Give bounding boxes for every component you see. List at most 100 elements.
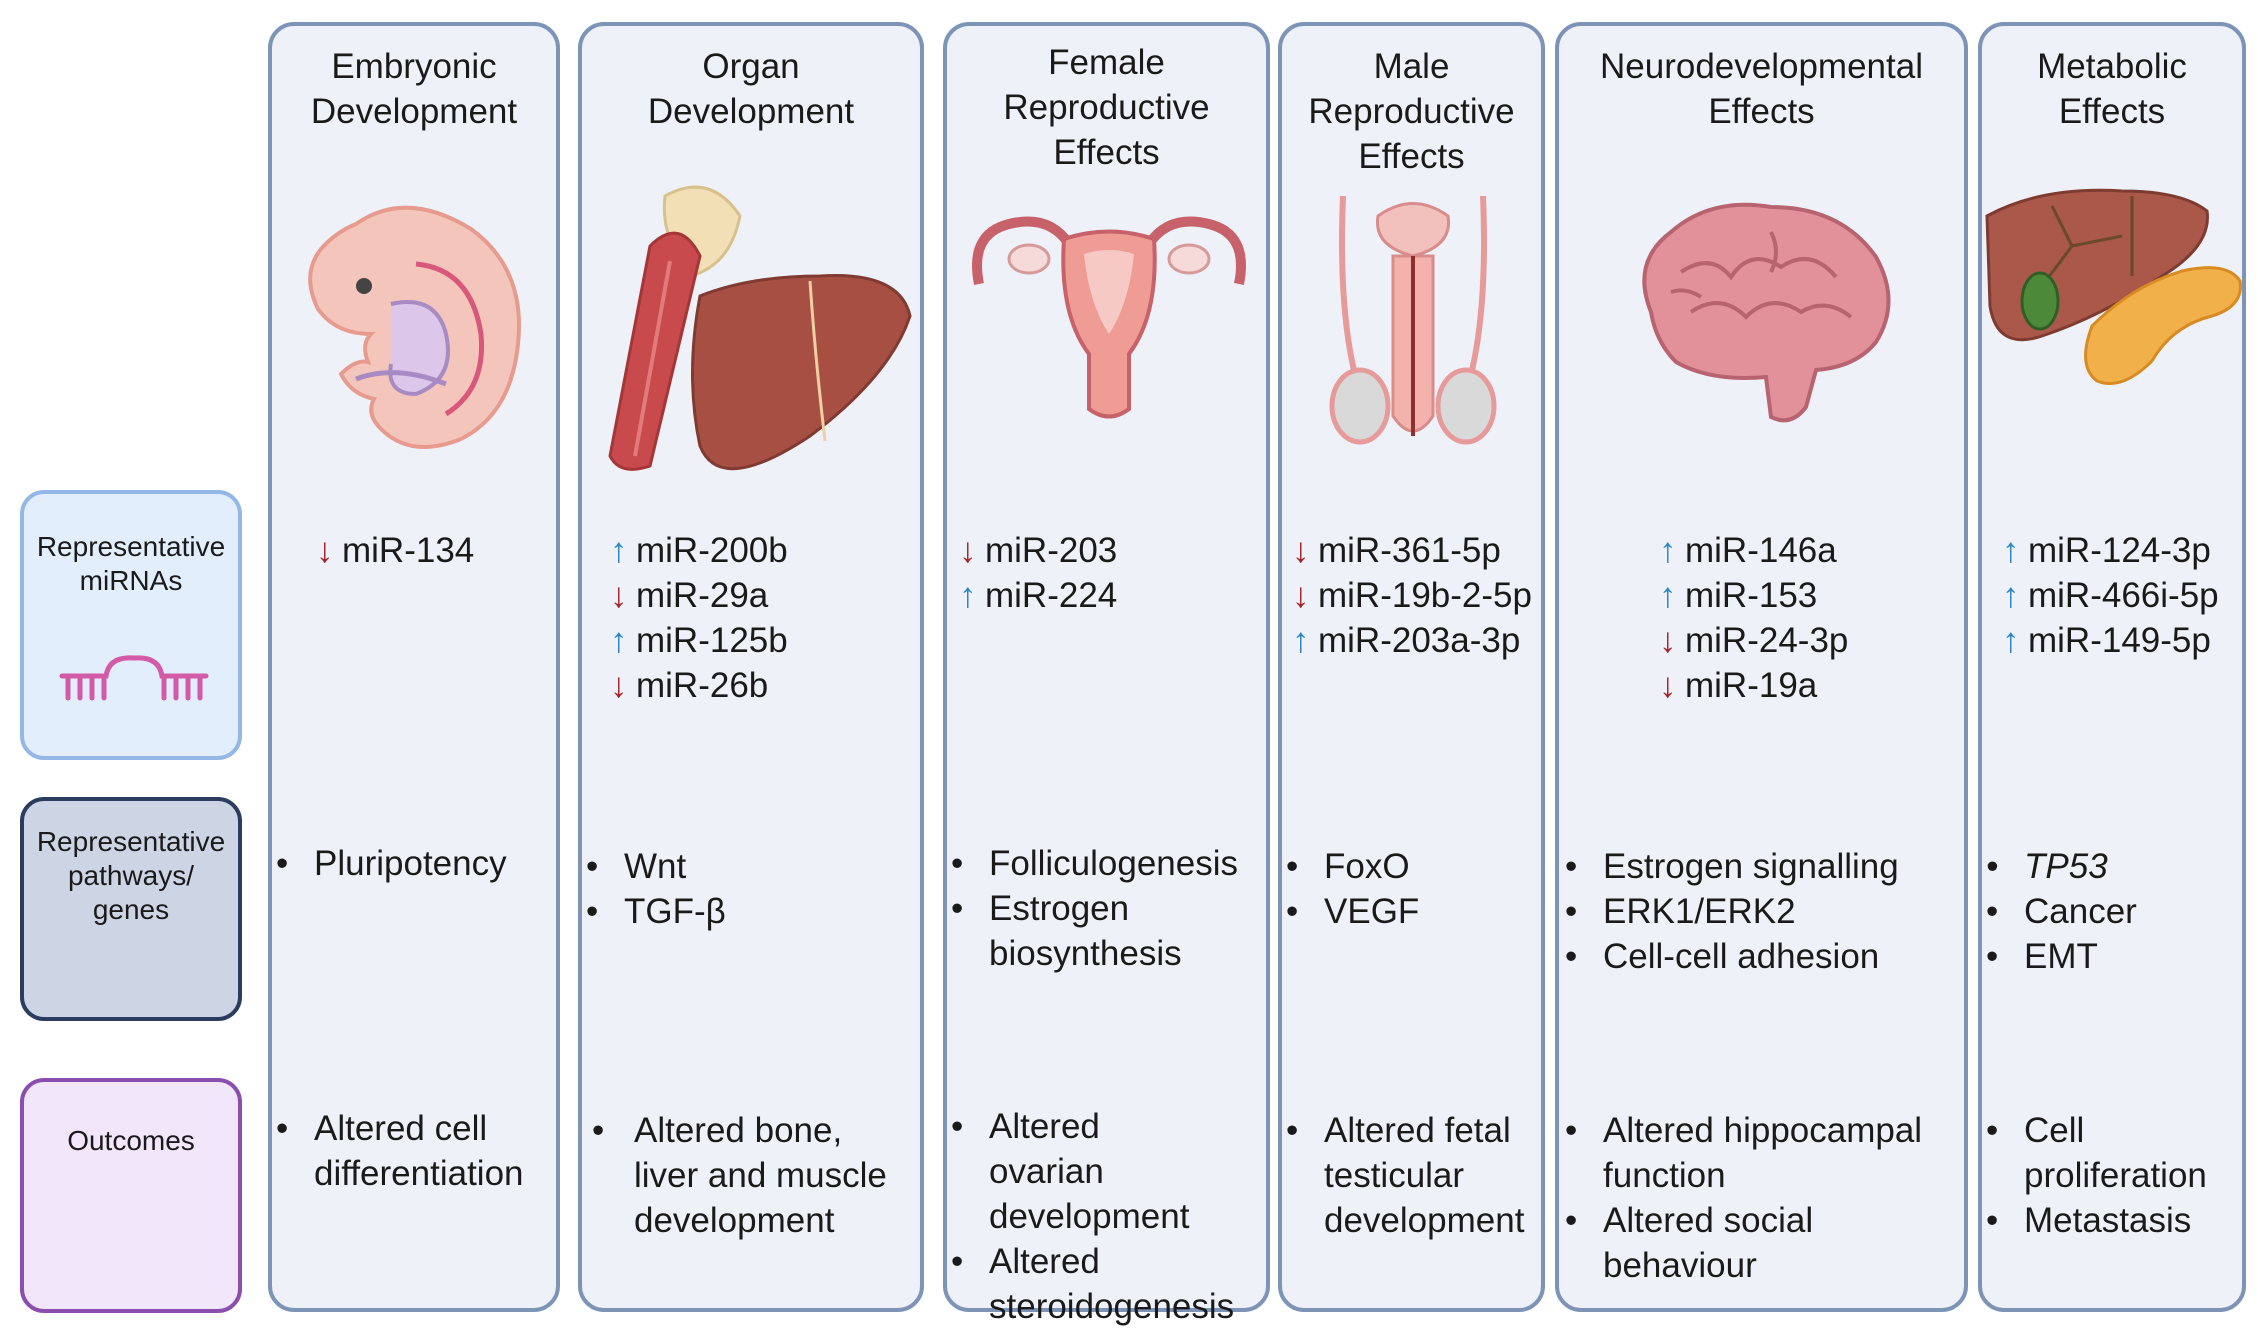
pathway-item: VEGF xyxy=(1284,889,1419,934)
arrow-down-icon: ↓ xyxy=(316,531,334,570)
mirna-item: ↓miR-361-5p xyxy=(1292,528,1532,573)
mirna-item: ↓miR-203 xyxy=(959,528,1117,573)
row-label-mirnas-text: Representative miRNAs xyxy=(36,531,226,596)
mirna-name: miR-200b xyxy=(636,531,788,570)
arrow-down-icon: ↓ xyxy=(1292,531,1310,570)
outcome-list: Altered bone, liver and muscle developme… xyxy=(590,1108,887,1243)
mirna-item: ↑miR-224 xyxy=(959,573,1117,618)
column-title: Metabolic Effects xyxy=(2037,47,2187,131)
outcome-item: Altered social behaviour xyxy=(1563,1198,1922,1288)
outcome-item: Altered ovarian development xyxy=(949,1104,1234,1239)
arrow-down-icon: ↓ xyxy=(1292,576,1310,615)
arrow-up-icon: ↑ xyxy=(610,621,628,660)
mirna-item: ↓miR-26b xyxy=(610,663,788,708)
mirna-hairpin-icon xyxy=(59,655,209,701)
mirna-list: ↑miR-200b ↓miR-29a ↑miR-125b ↓miR-26b xyxy=(610,528,788,708)
pathway-item: FoxO xyxy=(1284,844,1419,889)
row-label-pathways-text: Representative pathways/ genes xyxy=(36,826,226,925)
mirna-item: ↑miR-124-3p xyxy=(2002,528,2219,573)
column-neurodevelopmental-effects: Neurodevelopmental Effects ↑miR-146a ↑mi… xyxy=(1555,22,1968,1312)
mirna-item: ↑miR-200b xyxy=(610,528,788,573)
mirna-name: miR-203a-3p xyxy=(1318,621,1521,660)
mirna-item: ↑miR-146a xyxy=(1659,528,1848,573)
arrow-down-icon: ↓ xyxy=(610,576,628,615)
column-female-reproductive-effects: Female Reproductive Effects ↓miR-203 ↑mi… xyxy=(943,22,1270,1326)
pathway-item: EMT xyxy=(1984,934,2137,979)
column-metabolic-effects: Metabolic Effects ↑miR-124-3p ↑miR-466i-… xyxy=(1978,22,2246,1312)
pathway-list: Wnt TGF-β xyxy=(584,844,726,934)
mirna-name: miR-29a xyxy=(636,576,769,615)
mirna-name: miR-224 xyxy=(985,576,1118,615)
mirna-name: miR-466i-5p xyxy=(2028,576,2219,615)
muscle-bone-liver-icon xyxy=(608,185,912,471)
male-reproductive-icon xyxy=(1329,195,1497,445)
arrow-up-icon: ↑ xyxy=(2002,531,2020,570)
outcome-item: Metastasis xyxy=(1984,1198,2207,1243)
column-title: Female Reproductive Effects xyxy=(1003,43,1210,172)
pathway-item: Cell-cell adhesion xyxy=(1563,934,1899,979)
mirna-item: ↓miR-24-3p xyxy=(1659,618,1848,663)
mirna-item: ↑miR-203a-3p xyxy=(1292,618,1532,663)
pathway-item: Estrogen biosynthesis xyxy=(949,886,1238,976)
pathway-item: TGF-β xyxy=(584,889,726,934)
arrow-down-icon: ↓ xyxy=(1659,621,1677,660)
arrow-up-icon: ↑ xyxy=(1659,531,1677,570)
mirna-name: miR-19b-2-5p xyxy=(1318,576,1532,615)
column-title: Organ Development xyxy=(647,47,855,131)
outcome-list: Altered cell differentiation xyxy=(274,1106,524,1196)
mirna-list: ↓miR-203 ↑miR-224 xyxy=(959,528,1117,618)
column-title: Embryonic Development xyxy=(310,47,518,131)
mirna-name: miR-153 xyxy=(1685,576,1818,615)
mirna-name: miR-149-5p xyxy=(2028,621,2211,660)
mirna-name: miR-124-3p xyxy=(2028,531,2211,570)
pathway-list: Estrogen signalling ERK1/ERK2 Cell-cell … xyxy=(1563,844,1899,979)
mirna-item: ↓miR-134 xyxy=(316,528,474,573)
pathway-item: Estrogen signalling xyxy=(1563,844,1899,889)
mirna-item: ↑miR-466i-5p xyxy=(2002,573,2219,618)
mirna-list: ↓miR-134 xyxy=(316,528,474,573)
arrow-up-icon: ↑ xyxy=(2002,576,2020,615)
mirna-name: miR-146a xyxy=(1685,531,1837,570)
column-title: Male Reproductive Effects xyxy=(1308,47,1515,176)
pathway-list: FoxO VEGF xyxy=(1284,844,1419,934)
row-label-pathways: Representative pathways/ genes xyxy=(20,797,242,1021)
row-label-mirnas: Representative miRNAs xyxy=(20,490,242,760)
outcome-item: Cell proliferation xyxy=(1984,1108,2207,1198)
mirna-list: ↓miR-361-5p ↓miR-19b-2-5p ↑miR-203a-3p xyxy=(1292,528,1532,663)
mirna-item: ↓miR-19b-2-5p xyxy=(1292,573,1532,618)
mirna-item: ↑miR-149-5p xyxy=(2002,618,2219,663)
mirna-name: miR-19a xyxy=(1685,666,1818,705)
arrow-down-icon: ↓ xyxy=(610,666,628,705)
mirna-name: miR-125b xyxy=(636,621,788,660)
outcome-item: Altered bone, liver and muscle developme… xyxy=(590,1108,887,1243)
outcome-list: Altered hippocampal function Altered soc… xyxy=(1563,1108,1922,1288)
column-organ-development: Organ Development ↑miR-200b ↓miR-29a ↑mi… xyxy=(578,22,924,1312)
arrow-up-icon: ↑ xyxy=(1292,621,1310,660)
mirna-name: miR-26b xyxy=(636,666,769,705)
outcome-list: Altered fetal testicular development xyxy=(1284,1108,1524,1243)
outcome-item: Altered cell differentiation xyxy=(274,1106,524,1196)
mirna-item: ↑miR-125b xyxy=(610,618,788,663)
outcome-item: Altered steroidogenesis xyxy=(949,1239,1234,1329)
mirna-item: ↓miR-29a xyxy=(610,573,788,618)
mirna-list: ↑miR-146a ↑miR-153 ↓miR-24-3p ↓miR-19a xyxy=(1659,528,1848,708)
row-label-outcomes-text: Outcomes xyxy=(67,1125,195,1156)
pathway-list: TP53 Cancer EMT xyxy=(1984,844,2137,979)
pathway-item: Cancer xyxy=(1984,889,2137,934)
mirna-item: ↓miR-19a xyxy=(1659,663,1848,708)
column-title: Neurodevelopmental Effects xyxy=(1600,47,1923,131)
outcome-list: Cell proliferation Metastasis xyxy=(1984,1108,2207,1243)
arrow-up-icon: ↑ xyxy=(1659,576,1677,615)
brain-icon xyxy=(1642,202,1891,423)
outcome-list: Altered ovarian development Altered ster… xyxy=(949,1104,1234,1329)
arrow-up-icon: ↑ xyxy=(610,531,628,570)
pathway-list: Folliculogenesis Estrogen biosynthesis xyxy=(949,841,1238,976)
pathway-list: Pluripotency xyxy=(274,841,507,886)
mirna-name: miR-24-3p xyxy=(1685,621,1849,660)
pathway-item: TP53 xyxy=(1984,844,2137,889)
mirna-name: miR-203 xyxy=(985,531,1118,570)
liver-pancreas-icon xyxy=(1985,188,2242,385)
mirna-name: miR-361-5p xyxy=(1318,531,1501,570)
outcome-item: Altered hippocampal function xyxy=(1563,1108,1922,1198)
pathway-item: ERK1/ERK2 xyxy=(1563,889,1899,934)
